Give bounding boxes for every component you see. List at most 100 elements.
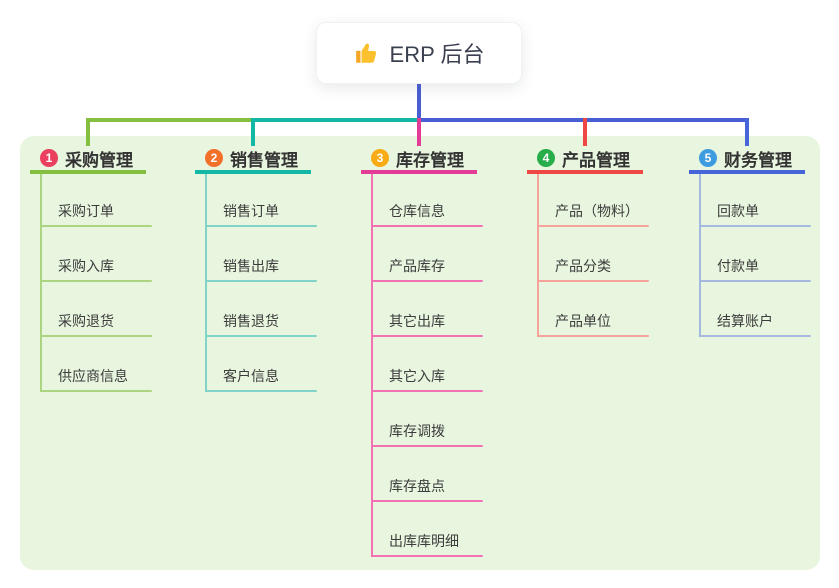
child-underline xyxy=(699,335,811,337)
branch-drop-1 xyxy=(86,118,90,146)
child-node[interactable]: 回款单 xyxy=(689,174,811,229)
child-underline xyxy=(371,225,483,227)
child-underline xyxy=(205,390,317,392)
child-underline xyxy=(371,280,483,282)
child-underline xyxy=(537,335,649,337)
child-label: 采购退货 xyxy=(58,313,114,329)
child-node[interactable]: 采购订单 xyxy=(30,174,152,229)
child-node[interactable]: 销售订单 xyxy=(195,174,317,229)
child-label: 采购订单 xyxy=(58,203,114,219)
child-label: 库存调拨 xyxy=(389,423,445,439)
branch-label: 采购管理 xyxy=(65,150,133,170)
child-node[interactable]: 产品单位 xyxy=(527,284,649,339)
child-underline xyxy=(205,225,317,227)
branch-badge: 4 xyxy=(537,149,555,167)
branch-sales: 2 销售管理 销售订单 销售出库 销售退货 客户信息 xyxy=(195,146,317,394)
child-label: 其它出库 xyxy=(389,313,445,329)
child-label: 库存盘点 xyxy=(389,478,445,494)
child-label: 产品单位 xyxy=(555,313,611,329)
child-rail xyxy=(371,174,373,557)
child-node[interactable]: 供应商信息 xyxy=(30,339,152,394)
branch-drop-2 xyxy=(251,118,255,146)
child-node[interactable]: 产品（物料） xyxy=(527,174,649,229)
child-label: 客户信息 xyxy=(223,368,279,384)
child-node[interactable]: 结算账户 xyxy=(689,284,811,339)
branch-label: 财务管理 xyxy=(724,150,792,170)
child-node[interactable]: 库存盘点 xyxy=(361,449,483,504)
content-panel xyxy=(20,136,820,570)
child-node[interactable]: 库存调拨 xyxy=(361,394,483,449)
child-label: 结算账户 xyxy=(717,313,773,329)
child-underline xyxy=(371,500,483,502)
child-underline xyxy=(537,225,649,227)
child-rail xyxy=(537,174,539,337)
root-node[interactable]: ERP 后台 xyxy=(316,22,522,84)
child-label: 采购入库 xyxy=(58,258,114,274)
child-node[interactable]: 采购退货 xyxy=(30,284,152,339)
child-underline xyxy=(537,280,649,282)
child-node[interactable]: 其它出库 xyxy=(361,284,483,339)
root-label: ERP 后台 xyxy=(389,42,485,67)
branch-label: 产品管理 xyxy=(562,150,630,170)
child-underline xyxy=(40,225,152,227)
branch-topic[interactable]: 5 财务管理 xyxy=(689,146,805,174)
child-label: 其它入库 xyxy=(389,368,445,384)
child-node[interactable]: 采购入库 xyxy=(30,229,152,284)
child-label: 仓库信息 xyxy=(389,203,445,219)
child-underline xyxy=(205,280,317,282)
branch-drop-3 xyxy=(417,118,421,146)
child-label: 供应商信息 xyxy=(58,368,128,384)
child-label: 产品库存 xyxy=(389,258,445,274)
child-underline xyxy=(371,390,483,392)
branch-label: 库存管理 xyxy=(396,150,464,170)
branch-product: 4 产品管理 产品（物料） 产品分类 产品单位 xyxy=(527,146,649,339)
child-underline xyxy=(371,555,483,557)
root-connector xyxy=(417,84,421,122)
branch-drop-5 xyxy=(745,118,749,146)
branch-finance: 5 财务管理 回款单 付款单 结算账户 xyxy=(689,146,811,339)
branch-topic[interactable]: 2 销售管理 xyxy=(195,146,311,174)
child-node[interactable]: 产品分类 xyxy=(527,229,649,284)
child-node[interactable]: 其它入库 xyxy=(361,339,483,394)
child-node[interactable]: 产品库存 xyxy=(361,229,483,284)
child-rail xyxy=(40,174,42,392)
child-label: 销售出库 xyxy=(223,258,279,274)
branch-topic[interactable]: 1 采购管理 xyxy=(30,146,146,174)
child-node[interactable]: 出库库明细 xyxy=(361,504,483,559)
child-node[interactable]: 销售退货 xyxy=(195,284,317,339)
child-underline xyxy=(40,390,152,392)
bus-segment-green xyxy=(86,118,253,122)
branch-badge: 1 xyxy=(40,149,58,167)
child-underline xyxy=(371,335,483,337)
branch-inventory: 3 库存管理 仓库信息 产品库存 其它出库 其它入库 库存调拨 xyxy=(361,146,483,559)
child-label: 付款单 xyxy=(717,258,759,274)
child-label: 销售退货 xyxy=(223,313,279,329)
child-node[interactable]: 客户信息 xyxy=(195,339,317,394)
bus-segment-teal xyxy=(253,118,419,122)
child-underline xyxy=(371,445,483,447)
child-label: 出库库明细 xyxy=(389,533,459,549)
child-node[interactable]: 仓库信息 xyxy=(361,174,483,229)
branch-purchase: 1 采购管理 采购订单 采购入库 采购退货 供应商信息 xyxy=(30,146,152,394)
child-label: 销售订单 xyxy=(223,203,279,219)
child-label: 产品分类 xyxy=(555,258,611,274)
branch-badge: 2 xyxy=(205,149,223,167)
child-underline xyxy=(699,280,811,282)
branch-badge: 5 xyxy=(699,149,717,167)
branch-topic[interactable]: 4 产品管理 xyxy=(527,146,643,174)
child-underline xyxy=(699,225,811,227)
child-underline xyxy=(205,335,317,337)
child-label: 产品（物料） xyxy=(555,203,639,219)
child-node[interactable]: 销售出库 xyxy=(195,229,317,284)
branch-badge: 3 xyxy=(371,149,389,167)
child-rail xyxy=(699,174,701,337)
branch-label: 销售管理 xyxy=(230,150,298,170)
branch-topic[interactable]: 3 库存管理 xyxy=(361,146,477,174)
child-underline xyxy=(40,280,152,282)
child-label: 回款单 xyxy=(717,203,759,219)
child-underline xyxy=(40,335,152,337)
child-node[interactable]: 付款单 xyxy=(689,229,811,284)
thumbs-up-icon xyxy=(354,40,380,66)
child-rail xyxy=(205,174,207,392)
